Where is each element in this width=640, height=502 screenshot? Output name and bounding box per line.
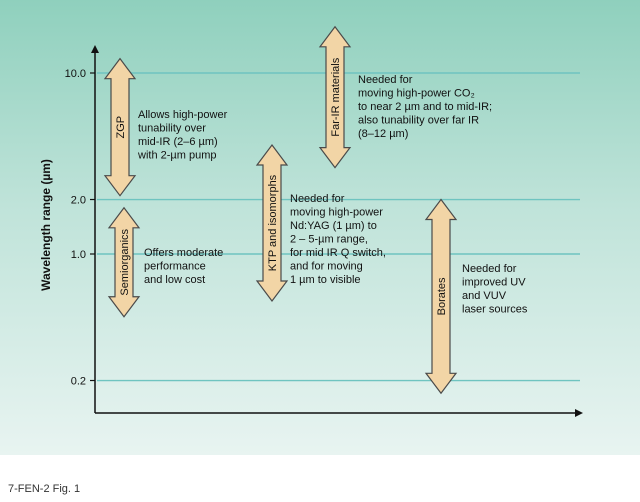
semiorganics-description-line: performance: [144, 261, 206, 273]
y-tick-label: 1.0: [71, 249, 86, 261]
borates-description-line: laser sources: [462, 304, 528, 316]
ktp-and-isomorphs-label: KTP and isomorphs: [267, 174, 279, 271]
semiorganics-description-line: Offers moderate: [144, 247, 223, 259]
y-tick-label: 10.0: [65, 68, 86, 80]
ktp-and-isomorphs-description-line: Nd:YAG (1 µm) to: [290, 220, 377, 232]
y-tick-label: 2.0: [71, 195, 86, 207]
ktp-and-isomorphs-description-line: Needed for: [290, 193, 345, 205]
figure-panel: 10.0 2.0 1.0 0.2 Wavelength range (µm) ZGP All…: [0, 0, 640, 455]
far-ir-materials-description-line: also tunability over far IR: [358, 115, 479, 127]
semiorganics-description-line: and low cost: [144, 274, 205, 286]
zgp-label: ZGP: [115, 116, 127, 139]
borates-range-arrow: [424, 198, 458, 395]
zgp-description-line: tunability over: [138, 123, 206, 135]
ktp-and-isomorphs-description-line: 1 µm to visible: [290, 274, 361, 286]
far-ir-materials-label: Far-IR materials: [330, 57, 342, 136]
range-chart: 10.0 2.0 1.0 0.2 Wavelength range (µm) ZGP All…: [39, 25, 583, 417]
y-axis-arrowhead: [91, 45, 99, 53]
zgp-description-line: mid-IR (2–6 µm): [138, 136, 218, 148]
borates-description-line: and VUV: [462, 290, 507, 302]
zgp-range-arrow: [103, 57, 137, 197]
borates-label: Borates: [436, 277, 448, 315]
ktp-and-isomorphs-description-line: 2 – 5-µm range,: [290, 234, 368, 246]
y-axis-label: Wavelength range (µm): [39, 159, 53, 291]
borates-description-line: improved UV: [462, 277, 526, 289]
ktp-and-isomorphs-description-line: and for moving: [290, 261, 363, 273]
far-ir-materials-description-line: moving high-power CO₂: [358, 88, 475, 100]
zgp-description-line: with 2-µm pump: [137, 150, 216, 162]
y-tick-label: 0.2: [71, 376, 86, 388]
ktp-and-isomorphs-range-arrow: [255, 144, 289, 302]
borates-description-line: Needed for: [462, 263, 517, 275]
far-ir-materials-description-line: Needed for: [358, 74, 413, 86]
semiorganics-range-arrow: [107, 206, 141, 318]
far-ir-materials-range-arrow: [318, 25, 352, 169]
far-ir-materials-description-line: to near 2 µm and to mid-IR;: [358, 101, 492, 113]
zgp-description-line: Allows high-power: [138, 109, 228, 121]
x-axis-arrowhead: [575, 409, 583, 417]
far-ir-materials-description-line: (8–12 µm): [358, 128, 408, 140]
semiorganics-label: Semiorganics: [119, 228, 131, 295]
ktp-and-isomorphs-description-line: for mid IR Q switch,: [290, 247, 386, 259]
ktp-and-isomorphs-description-line: moving high-power: [290, 207, 383, 219]
figure-caption: 7-FEN-2 Fig. 1: [8, 483, 81, 495]
